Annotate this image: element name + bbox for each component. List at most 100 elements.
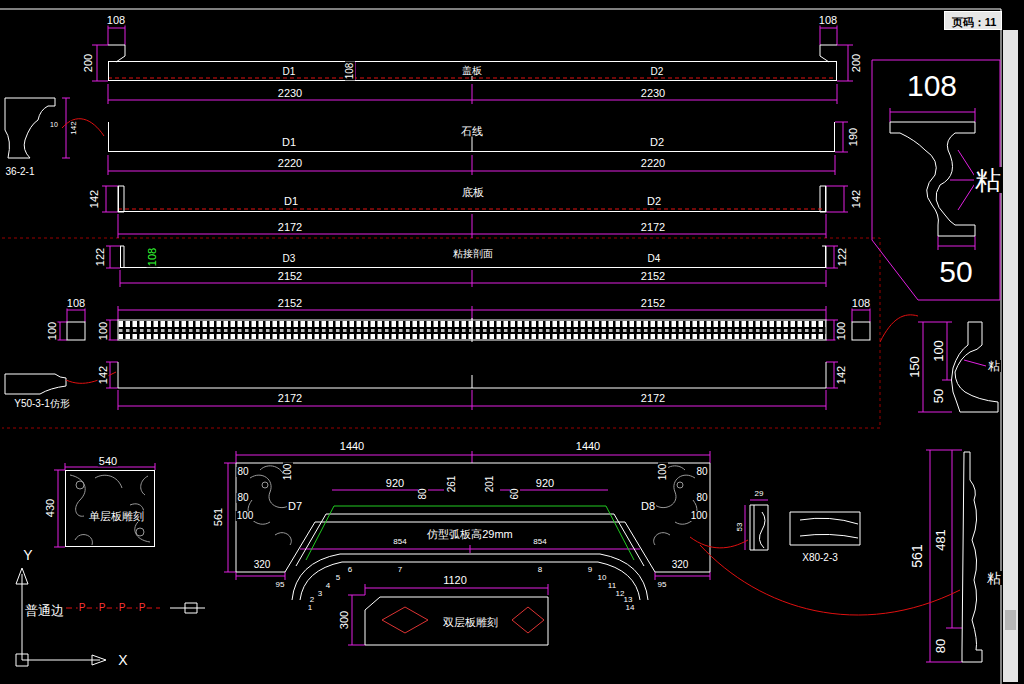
drawing-line: [0, 9, 1001, 10]
drawing-path: [382, 607, 544, 633]
dimension-text: 320: [671, 560, 690, 570]
part-label: D1: [281, 137, 297, 148]
dimension-text: 5: [335, 574, 341, 582]
dimension-text: 1440: [575, 441, 601, 452]
annotation-text: 粘: [974, 167, 1002, 193]
drawing-path: [926, 450, 962, 662]
dimension-text: 481: [934, 528, 947, 552]
drawing-circle: [677, 482, 683, 488]
dimension-text: 2230: [640, 88, 666, 99]
dimension-text: 2172: [277, 393, 303, 404]
dimension-text: 100: [690, 511, 709, 521]
dimension-text: 6: [347, 566, 353, 574]
region-outline: [2, 238, 880, 428]
part-label: 石线: [460, 126, 484, 137]
dimension-text: 108: [66, 298, 86, 309]
dimension-text: 108: [106, 15, 126, 26]
dimension-text: 80: [695, 467, 708, 477]
drawing-path: [750, 505, 768, 550]
dimension-text: 108: [906, 71, 958, 101]
annotation-text: Y50-3-1仿形: [13, 399, 71, 409]
dimension-text: 2152: [277, 298, 303, 309]
annotation-text: 粘: [987, 360, 1001, 372]
dimension-text: 95: [275, 581, 286, 589]
dimension-text: 2152: [640, 298, 666, 309]
double-carving-panel: 双层板雕刻: [365, 595, 548, 645]
page-number-box: 页码：11: [944, 11, 1002, 30]
drawing-path: [890, 122, 975, 236]
drawing-path: [292, 554, 648, 600]
dimension-text: 122: [95, 247, 106, 267]
dimension-text: 2172: [640, 393, 666, 404]
part-label: 粘接剖面: [452, 249, 494, 259]
dimension-text: 4: [325, 582, 331, 590]
drawing-circle: [262, 482, 268, 488]
drawing-rect: [1003, 30, 1018, 682]
drawing-path: [62, 119, 104, 136]
drawing-path: [118, 186, 826, 212]
dimension-text: 2: [309, 596, 315, 604]
drawing-circle: [136, 528, 144, 536]
annotation-text: 36-2-1: [5, 167, 36, 177]
dimension-text: 14: [625, 604, 636, 612]
dimension-text: 2152: [277, 271, 303, 282]
drawing-path: [236, 463, 710, 572]
dimension-text: 11: [607, 582, 617, 590]
drawing-path: [70, 475, 150, 545]
dimension-text: 190: [848, 127, 859, 147]
dimension-text: 7: [397, 566, 403, 574]
dimension-text: 200: [851, 53, 862, 73]
drawing-path: [102, 186, 848, 238]
dimension-text: 29: [754, 490, 765, 498]
annotation-text: X: [117, 653, 128, 667]
part-label: D7: [287, 501, 303, 512]
annotation-text: 粘: [986, 571, 1002, 585]
dimension-text: 10: [597, 574, 608, 582]
dimension-text: 300: [339, 610, 350, 630]
dimension-text: 142: [851, 189, 862, 209]
dimension-text: 8: [537, 566, 543, 574]
part-label: D4: [647, 254, 662, 264]
dimension-text: 80: [236, 467, 249, 477]
part-label: 页码：11: [951, 16, 998, 27]
drawing-path: [118, 362, 826, 388]
dimension-text: 540: [98, 456, 118, 467]
arch-panel: D7D8仿型弧板高29mm: [236, 463, 710, 572]
drawing-path: [16, 568, 106, 666]
red-lines: [62, 78, 960, 615]
annotation-text: Y: [22, 548, 33, 562]
drawing-path: [690, 537, 748, 548]
drawing-circle: [76, 481, 84, 489]
dimension-text: 80: [934, 638, 947, 654]
dimension-text: 854: [532, 538, 547, 546]
dimension-text: 150: [908, 355, 921, 379]
drawing-path: [108, 122, 848, 175]
carving-panel: 单层板雕刻: [65, 470, 155, 547]
part-label: D2: [650, 67, 665, 77]
drawing-rect: [1005, 610, 1016, 630]
part-label: D2: [649, 137, 665, 148]
dimension-text: 1120: [442, 575, 468, 586]
dimension-text: 920: [535, 478, 555, 489]
dimension-text: 142: [98, 365, 109, 385]
part-label: D1: [282, 67, 297, 77]
drawing-path: [108, 78, 837, 209]
dimension-text: 95: [657, 581, 668, 589]
part-label: 双层板雕刻: [442, 617, 499, 628]
dimension-text: 320: [253, 560, 272, 570]
dimension-text: 2220: [640, 158, 666, 169]
drawing-path: [54, 463, 155, 547]
dimension-text: 122: [837, 247, 848, 267]
drawing-path: [962, 452, 982, 662]
dimension-text: 50: [938, 257, 973, 287]
part-label: D3: [282, 254, 297, 264]
dimension-text: 108: [147, 247, 158, 267]
dimension-text: 100: [836, 321, 847, 341]
dimension-text: 50: [932, 388, 945, 404]
dimension-text: 201: [485, 475, 495, 494]
drawing-path: [66, 372, 116, 383]
dimension-text: 142: [89, 189, 100, 209]
dimension-text: 2152: [640, 271, 666, 282]
drawing-rect: [118, 320, 826, 340]
drawing-path: [296, 514, 644, 566]
